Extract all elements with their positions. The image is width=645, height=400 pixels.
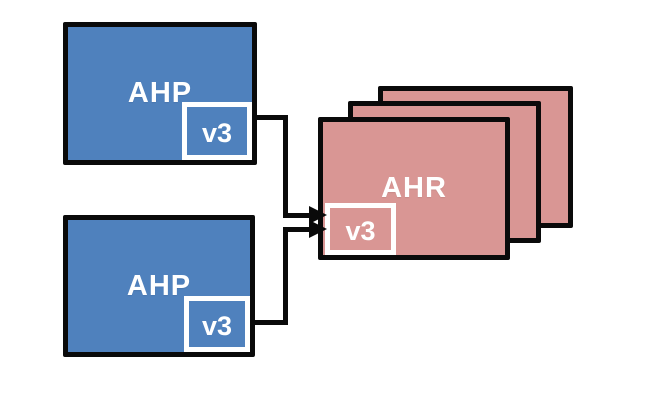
connector-bottom-vertical-segment [283,227,288,325]
ahp-bottom-box: AHP v3 [63,215,255,357]
ahp-top-version-label: v3 [201,118,233,148]
ahr-version-label: v3 [345,216,376,246]
connector-bottom-start-segment [250,320,288,325]
ahp-top-label: AHP [127,77,193,109]
ahp-top-version-badge: v3 [182,102,252,160]
ahp-bottom-version-label: v3 [201,311,233,341]
connector-bottom-arrowhead-icon [309,220,327,238]
connector-top-start-segment [252,115,288,120]
ahp-bottom-label: AHP [126,269,192,302]
ahr-label: AHR [381,172,447,204]
connector-top-arrowhead-icon [309,206,327,224]
connector-bottom-end-segment [283,227,311,232]
ahp-bottom-version-badge: v3 [184,296,250,352]
connector-top-end-segment [283,213,311,218]
connector-top-vertical-segment [283,115,288,218]
ahp-top-box: AHP v3 [63,22,257,165]
ahr-version-badge: v3 [325,203,396,255]
ahr-box-front: AHR v3 [318,117,510,260]
